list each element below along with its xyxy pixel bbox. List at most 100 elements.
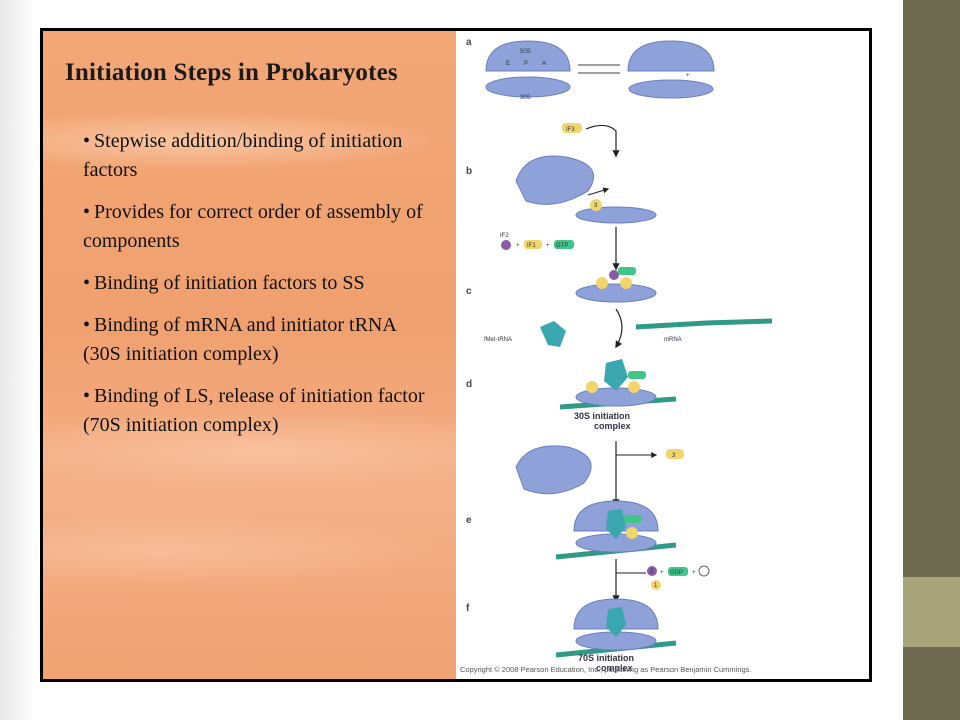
factor-release: 2 + GDP + 1 bbox=[612, 559, 710, 603]
if2-label: IF2 bbox=[500, 233, 509, 239]
gdp-icon bbox=[668, 567, 688, 576]
factor-num: 3 bbox=[672, 453, 676, 459]
factor-num: 1 bbox=[654, 583, 658, 589]
if1-factor-icon bbox=[524, 240, 542, 249]
large-subunit-icon bbox=[515, 155, 594, 205]
caption-70s-line2: complex bbox=[596, 663, 633, 673]
left-edge-shade bbox=[0, 0, 34, 720]
bullet-text: Provides for correct order of assembly o… bbox=[83, 201, 423, 252]
mrna-strand-icon bbox=[635, 318, 773, 330]
site-a-label: A bbox=[542, 61, 546, 67]
mrna-label: mRNA bbox=[664, 337, 682, 343]
large-subunit-icon bbox=[485, 40, 571, 72]
site-e-label: E bbox=[506, 61, 510, 67]
bullet-item: •Stepwise addition/binding of initiation… bbox=[83, 127, 433, 185]
plus-sign: + bbox=[546, 243, 550, 249]
fmet-trna-label: fMet-tRNA bbox=[484, 337, 512, 343]
slide-title: Initiation Steps in Prokaryotes bbox=[65, 59, 398, 86]
figure-svg: a b c d e f 50S 30S E P A + bbox=[466, 37, 773, 673]
bullet-item: •Binding of mRNA and initiator tRNA (30S… bbox=[83, 311, 433, 369]
bullet-dot: • bbox=[83, 385, 91, 407]
bullet-text: Binding of initiation factors to SS bbox=[94, 272, 365, 294]
bullet-dot: • bbox=[83, 314, 91, 336]
label-50s: 50S bbox=[520, 49, 531, 55]
side-decoration-accent bbox=[903, 577, 960, 647]
bullet-dot: • bbox=[83, 272, 91, 294]
text-panel: Initiation Steps in Prokaryotes •Stepwis… bbox=[43, 31, 456, 679]
arrow-icon bbox=[615, 308, 623, 349]
panel-b: 3 bbox=[515, 155, 657, 224]
gtp-icon bbox=[618, 267, 636, 275]
copyright-notice: Copyright © 2008 Pearson Education, Inc.… bbox=[460, 665, 752, 674]
plus-sign: + bbox=[516, 243, 520, 249]
small-subunit-icon bbox=[575, 206, 657, 224]
large-subunit-join: 3 bbox=[515, 441, 684, 507]
gtp-icon bbox=[628, 371, 646, 379]
gdp-label: GDP bbox=[670, 570, 683, 576]
trna-mrna-inputs: fMet-tRNA mRNA bbox=[484, 308, 773, 349]
panel-a-ribosome-pair: 50S 30S E P A + bbox=[485, 40, 715, 101]
gtp-icon bbox=[624, 515, 642, 523]
bullet-dot: • bbox=[83, 130, 91, 152]
side-decoration-bar bbox=[903, 0, 960, 720]
factor-num: 3 bbox=[594, 203, 598, 209]
panel-f: 70S initiation complex bbox=[555, 598, 677, 673]
translation-initiation-figure: a b c d e f 50S 30S E P A + bbox=[456, 31, 869, 679]
arrow-icon bbox=[585, 124, 620, 158]
panel-label-b: b bbox=[466, 166, 472, 177]
large-subunit-icon bbox=[515, 445, 592, 495]
small-subunit-icon bbox=[485, 76, 571, 98]
small-subunit-icon bbox=[628, 79, 714, 99]
bullet-item: •Binding of initiation factors to SS bbox=[83, 269, 433, 298]
plus-sign: + bbox=[660, 570, 664, 576]
panel-label-f: f bbox=[466, 603, 470, 614]
plus-sign: + bbox=[686, 73, 690, 79]
bullet-dot: • bbox=[83, 201, 91, 223]
if2-factor-icon bbox=[609, 270, 619, 280]
trna-icon bbox=[606, 509, 626, 539]
if2-factor-icon bbox=[501, 240, 511, 250]
gtp-icon bbox=[554, 240, 574, 249]
panel-label-a: a bbox=[466, 37, 472, 48]
panel-e bbox=[555, 500, 677, 560]
if1-factor-icon bbox=[651, 580, 661, 590]
plus-sign: + bbox=[692, 570, 696, 576]
panel-label-c: c bbox=[466, 286, 472, 297]
arrow-icon bbox=[587, 187, 610, 196]
if1-label: IF1 bbox=[527, 243, 536, 249]
bullet-item: •Binding of LS, release of initiation fa… bbox=[83, 382, 433, 440]
trna-icon bbox=[540, 321, 566, 347]
bullet-text: Binding of mRNA and initiator tRNA (30S … bbox=[83, 314, 396, 365]
if3-factor-icon bbox=[590, 199, 602, 211]
panel-label-e: e bbox=[466, 515, 472, 526]
slide-frame: Initiation Steps in Prokaryotes •Stepwis… bbox=[40, 28, 872, 682]
panel-label-d: d bbox=[466, 379, 472, 390]
gtp-label: GTP bbox=[556, 243, 568, 249]
if1-factor-icon bbox=[620, 277, 632, 289]
if3-factor-icon bbox=[666, 449, 684, 459]
factor-num: 2 bbox=[650, 569, 654, 575]
caption-70s-line1: 70S initiation bbox=[578, 653, 634, 663]
if3-factor-icon bbox=[586, 381, 598, 393]
bullet-item: •Provides for correct order of assembly … bbox=[83, 198, 433, 256]
factor-row: IF2 + IF1 + GTP bbox=[500, 233, 574, 250]
bullet-text: Binding of LS, release of initiation fac… bbox=[83, 385, 425, 436]
trna-icon bbox=[606, 607, 626, 637]
if3-label: IF3 bbox=[566, 127, 575, 133]
if3-factor-icon bbox=[596, 277, 608, 289]
bullet-text: Stepwise addition/binding of initiation … bbox=[83, 130, 403, 181]
bullet-list: •Stepwise addition/binding of initiation… bbox=[83, 127, 433, 453]
if3-factor-icon bbox=[562, 123, 582, 133]
phosphate-icon bbox=[698, 565, 710, 577]
panel-c bbox=[575, 267, 657, 303]
caption-30s-line1: 30S initiation bbox=[574, 411, 630, 421]
small-subunit-icon bbox=[575, 283, 657, 303]
panel-d: 30S initiation complex bbox=[559, 359, 677, 431]
label-30s: 30S bbox=[520, 95, 531, 101]
site-p-label: P bbox=[524, 61, 528, 67]
if2-factor-icon bbox=[647, 566, 657, 576]
equilibrium-arrows-icon bbox=[578, 64, 620, 74]
large-subunit-icon bbox=[627, 40, 715, 72]
caption-30s-line2: complex bbox=[594, 421, 631, 431]
if1-factor-icon bbox=[626, 527, 638, 539]
